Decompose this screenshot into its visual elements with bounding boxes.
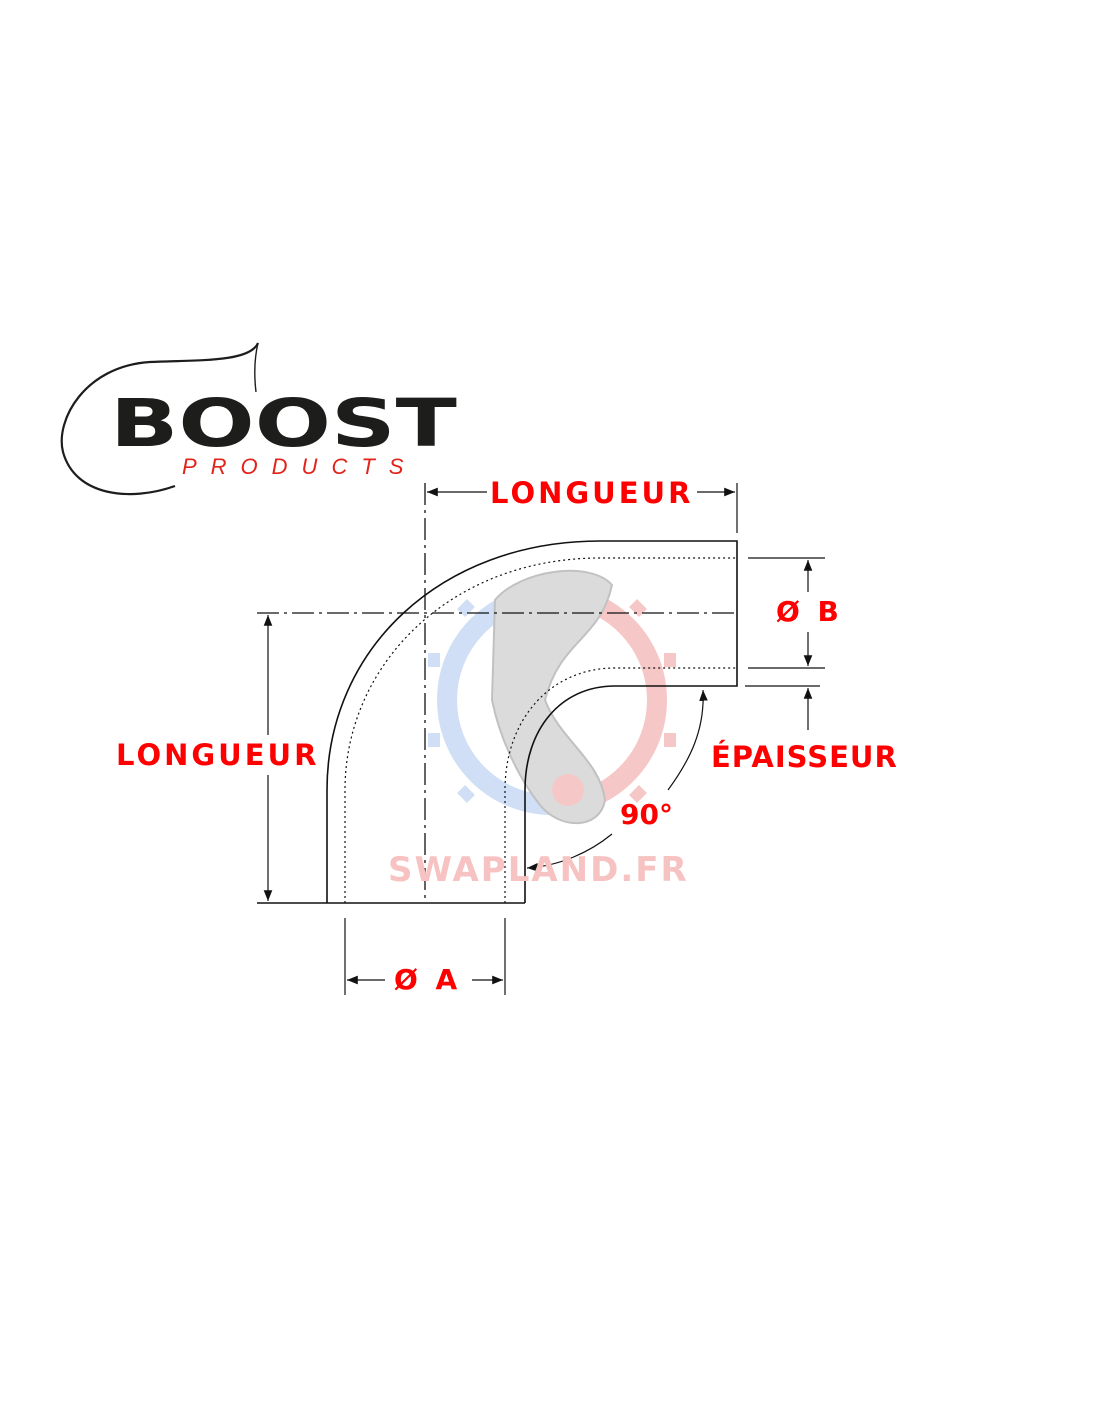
logo-sub: PRODUCTS [182, 454, 418, 479]
dimension-diameter-b [748, 557, 825, 669]
dimension-thickness [745, 685, 820, 730]
label-thickness: ÉPAISSEUR [711, 740, 898, 774]
dimension-diameter-a [344, 918, 506, 995]
label-diameter-a: Ø A [394, 963, 458, 996]
hose-outline [257, 540, 738, 904]
swapland-watermark-gear [428, 569, 676, 825]
dimension-angle [526, 689, 708, 872]
boost-products-logo-swoosh [60, 342, 260, 496]
label-diameter-b: Ø B [776, 595, 839, 628]
label-length-left: LONGUEUR [116, 738, 320, 772]
logo-swoosh-tip [253, 342, 259, 393]
label-angle: 90° [620, 798, 673, 831]
watermark-text: SWAPLAND.FR [388, 850, 689, 890]
label-length-top: LONGUEUR [490, 476, 694, 510]
dimension-length-top [427, 483, 738, 533]
logo-brand: BOOST [110, 385, 457, 462]
logo-swoosh [60, 342, 260, 496]
piston-mascot [490, 569, 614, 825]
